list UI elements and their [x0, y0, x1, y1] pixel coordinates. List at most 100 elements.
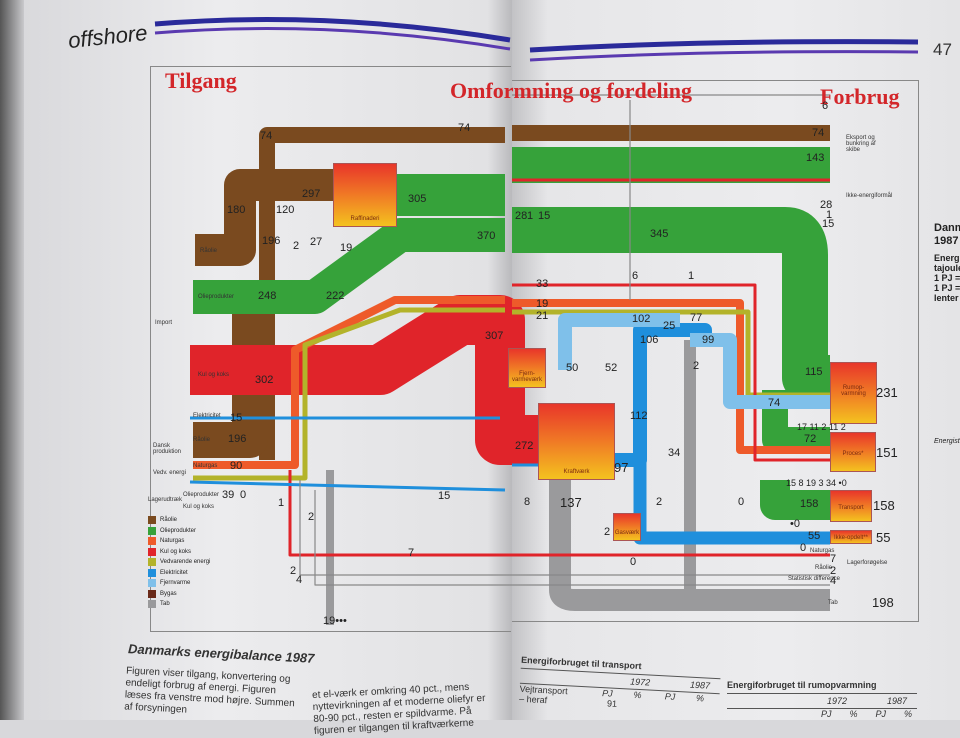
- value: 102: [632, 313, 651, 325]
- legend-label: Fjernvarme: [160, 580, 191, 587]
- value: 370: [477, 230, 496, 242]
- value: 74: [768, 397, 781, 409]
- legend-item: Naturgas: [148, 536, 210, 547]
- value: 7: [830, 553, 837, 565]
- col: PJ: [601, 688, 613, 699]
- label-naturgas: Naturgas: [193, 463, 218, 469]
- space-heating-box: Rumop-varmning: [830, 362, 877, 424]
- col: PJ: [664, 691, 676, 702]
- value: 4: [830, 575, 837, 587]
- legend-item: Olieprodukter: [148, 526, 210, 537]
- label-lager: Lagerudtræk: [148, 497, 183, 503]
- legend-swatch: [148, 526, 156, 535]
- transport-total: 158: [873, 498, 895, 513]
- flow-raolie-import: [195, 169, 335, 266]
- legend-label: Elektricitet: [160, 569, 188, 576]
- value: 0: [630, 556, 637, 568]
- district-heating-label: Fjern-varmeværk: [511, 371, 542, 383]
- legend-swatch: [148, 579, 156, 588]
- cell: 91: [606, 698, 618, 709]
- legend-item: Elektricitet: [148, 568, 210, 579]
- value: 77: [690, 312, 703, 324]
- legend-swatch: [148, 600, 156, 609]
- heading-tilgang: Tilgang: [165, 68, 237, 93]
- value: 50: [566, 362, 579, 374]
- label-statistisk: Statistisk difference: [788, 576, 840, 582]
- value: 272: [515, 440, 534, 452]
- energy-flow-diagram: [154, 17, 919, 625]
- flow-olie-345: [512, 207, 830, 401]
- year: 1972: [629, 676, 651, 688]
- label-olieprodukter: Olieprodukter: [198, 294, 235, 300]
- value: 15: [538, 210, 551, 222]
- value: 21: [536, 310, 549, 322]
- value: 158: [800, 498, 819, 510]
- value: 2: [693, 360, 700, 372]
- header-stripe-left: [154, 17, 511, 43]
- value: 112: [630, 410, 648, 422]
- loss-total: 198: [872, 595, 894, 610]
- legend-item: Kul og koks: [148, 547, 210, 558]
- value: 0: [800, 542, 807, 554]
- label-lager-kul: Kul og koks: [183, 504, 215, 510]
- legend-item: Bygas: [148, 589, 210, 600]
- header-stripe-left-2: [154, 27, 511, 51]
- legend: Råolie Olieprodukter Naturgas Kul og kok…: [148, 515, 210, 610]
- value: 7: [408, 547, 415, 559]
- other-label: Ikke-opdelt**: [833, 535, 869, 541]
- heading-forbrug: Forbrug: [820, 84, 900, 109]
- side-line: tajoule: [934, 263, 960, 273]
- value: 307: [485, 330, 504, 342]
- value: 2: [656, 496, 663, 508]
- space-heating-total: 231: [876, 385, 898, 400]
- side-line: 1 PJ =: [934, 273, 960, 283]
- legend-label: Bygas: [160, 590, 177, 597]
- legend-label: Tab: [160, 601, 170, 608]
- value: 2: [604, 526, 611, 538]
- value: 39: [222, 489, 235, 501]
- process-label: Proces*: [842, 451, 864, 457]
- value: 74: [812, 127, 825, 139]
- header-stripe-right-2: [529, 50, 919, 62]
- value: 120: [276, 204, 295, 216]
- year: 1972: [826, 696, 847, 706]
- label-elektricitet: Elektricitet: [193, 413, 221, 419]
- transport-box: Transport: [830, 490, 872, 522]
- flow-olie-transport: [760, 480, 830, 520]
- value: 33: [536, 278, 549, 290]
- label-raolie: Råolie: [200, 248, 218, 254]
- flow-el-out: [600, 323, 720, 467]
- value: 99: [702, 334, 715, 346]
- side-line: 1 PJ =: [934, 283, 960, 293]
- value: •0: [790, 518, 800, 530]
- space-heating-label: Rumop-varmning: [841, 385, 866, 397]
- value: 15: [438, 490, 451, 502]
- value: 106: [640, 334, 659, 346]
- value: 27: [310, 236, 323, 248]
- flow-red-thin: [288, 178, 830, 557]
- value: 143: [806, 152, 825, 164]
- value: 15: [230, 412, 243, 424]
- side-title: Danm: [934, 222, 960, 234]
- legend-item: Fjernvarme: [148, 578, 210, 589]
- value: 1: [527, 210, 534, 222]
- legend-label: Naturgas: [160, 538, 185, 545]
- value: 74: [458, 122, 471, 134]
- year: 1987: [689, 679, 711, 691]
- value: 28: [515, 210, 528, 222]
- value: 1: [278, 497, 285, 509]
- value: 1: [688, 270, 695, 282]
- legend-swatch: [148, 537, 156, 546]
- flow-olieprod-import: [193, 218, 505, 314]
- value: 305: [408, 193, 427, 205]
- label-ikke-energi: Ikke-energiformål: [846, 193, 893, 199]
- heading-omformning: Omformning og fordeling: [450, 78, 692, 103]
- value: 180: [227, 204, 246, 216]
- legend-swatch: [148, 558, 156, 567]
- value: 4: [296, 574, 303, 586]
- value: 19: [536, 298, 549, 310]
- value: 2: [830, 565, 837, 577]
- label-kul: Kul og koks: [198, 372, 230, 378]
- article-col2: et el-værk er omkring 40 pct., mens nytt…: [311, 681, 486, 737]
